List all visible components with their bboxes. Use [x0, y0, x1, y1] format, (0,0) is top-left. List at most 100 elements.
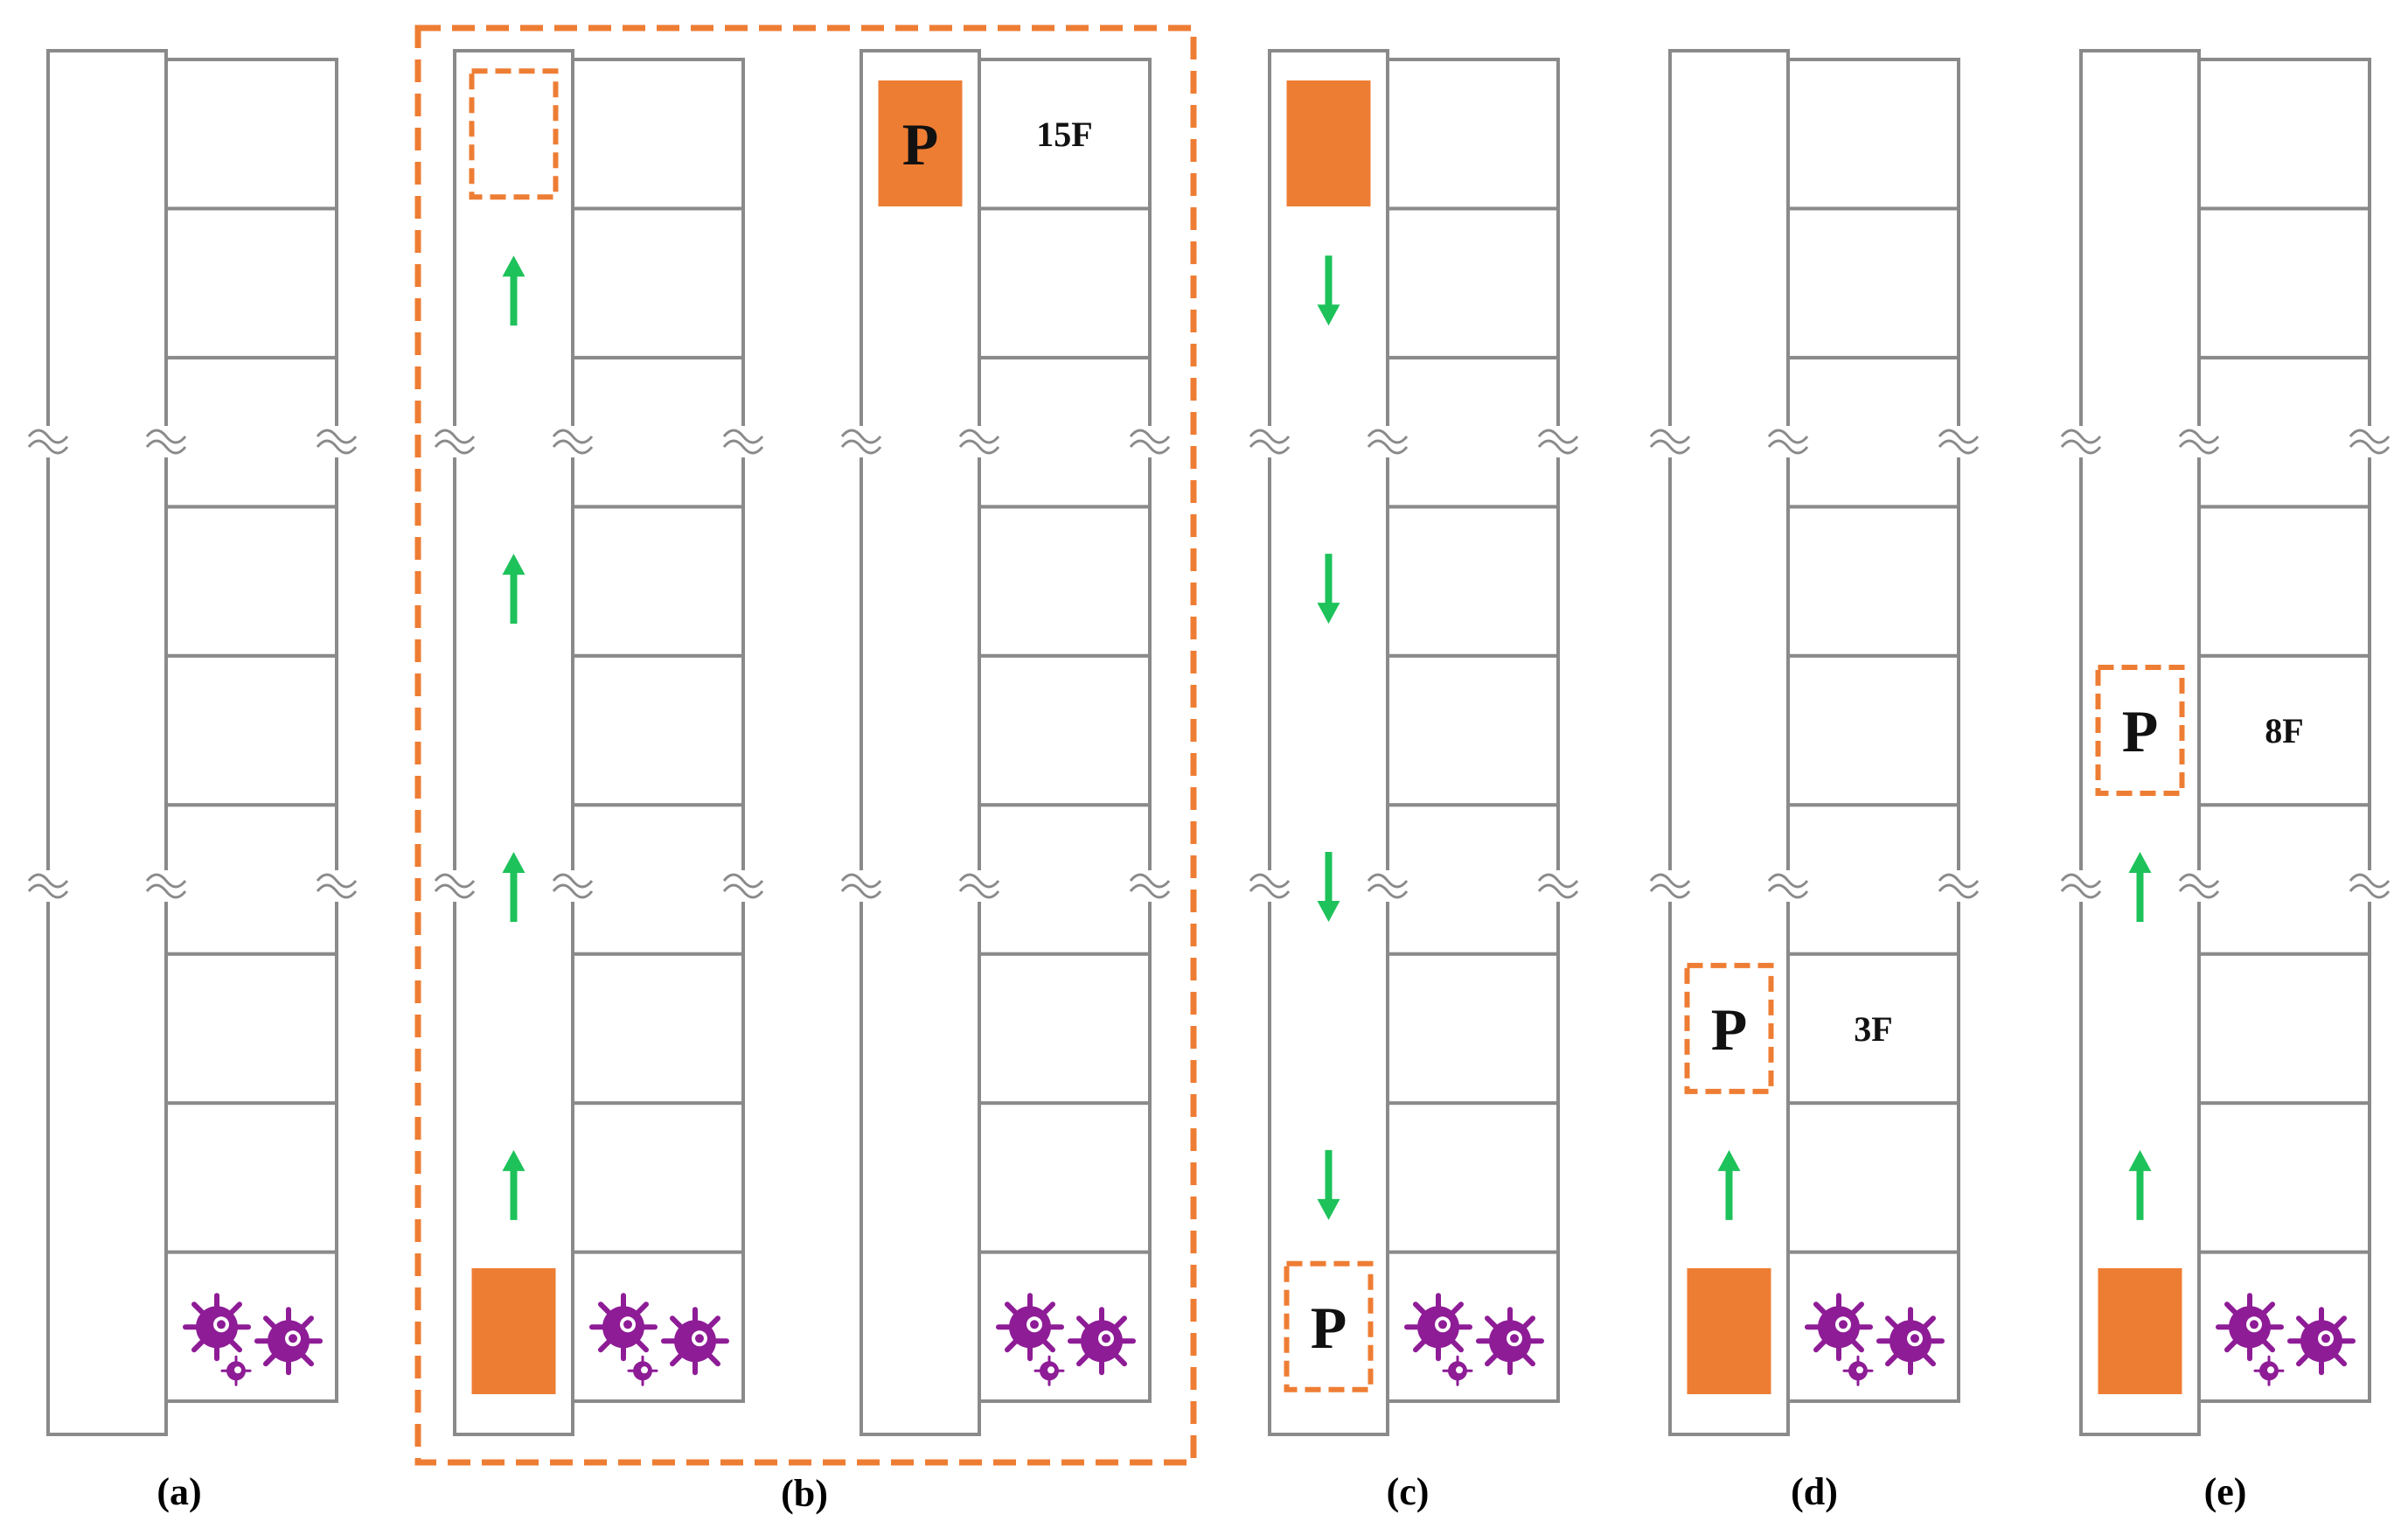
break-mark	[722, 429, 764, 444]
arrow-up-icon	[2128, 1149, 2152, 1220]
elevator-car-icon	[1687, 1268, 1771, 1394]
elevator-car-icon	[2098, 1268, 2182, 1394]
elevator-shaft	[46, 49, 168, 1436]
break-mark	[840, 429, 882, 444]
virus-icon	[664, 1309, 727, 1372]
floor-cell	[2197, 803, 2371, 956]
break-mark	[552, 883, 594, 899]
panel-b1	[434, 49, 764, 1436]
break-mark	[434, 429, 476, 444]
floor-cell	[164, 653, 338, 807]
break-mark	[1537, 439, 1579, 455]
virus-icon	[1070, 1309, 1133, 1372]
destination-marker	[2095, 665, 2185, 796]
break-mark	[840, 873, 882, 889]
floor-cell	[1786, 355, 1960, 509]
break-mark	[1249, 883, 1291, 899]
break-mark	[958, 873, 1000, 889]
floor-cell	[978, 355, 1152, 509]
floor-cell	[2197, 952, 2371, 1106]
virus-icon	[2218, 1295, 2281, 1358]
break-mark	[1129, 429, 1171, 444]
break-mark	[958, 429, 1000, 444]
break-mark	[145, 883, 187, 899]
break-mark	[2178, 429, 2220, 444]
break-mark	[1367, 439, 1409, 455]
break-mark	[434, 439, 476, 455]
arrow-down-icon	[1317, 1149, 1340, 1220]
virus-icon	[1407, 1295, 1470, 1358]
break-mark	[552, 873, 594, 889]
break-mark	[1649, 873, 1691, 889]
floor-cell	[164, 1101, 338, 1254]
break-mark	[1129, 439, 1171, 455]
destination-marker	[469, 68, 559, 200]
dest-letter: P	[1711, 996, 1748, 1063]
break-mark	[1129, 873, 1171, 889]
break-mark	[722, 873, 764, 889]
floor-cell	[1786, 653, 1960, 807]
panel-label-d: (d)	[1791, 1470, 1838, 1513]
break-mark	[27, 873, 69, 889]
panel-label-b: (b)	[781, 1472, 828, 1515]
floor-cell	[1386, 803, 1560, 956]
car-letter: P	[902, 111, 939, 178]
break-mark	[27, 439, 69, 455]
panel-d: P 3F	[1649, 49, 1980, 1436]
arrow-up-icon	[502, 554, 525, 624]
break-mark	[840, 439, 882, 455]
floor-cell	[571, 58, 745, 211]
break-mark	[1129, 883, 1171, 899]
arrow-up-icon	[2128, 851, 2152, 922]
break-mark	[2349, 439, 2391, 455]
panel-c: P	[1249, 49, 1579, 1436]
floor-cell	[571, 206, 745, 359]
floor-cell	[1386, 653, 1560, 807]
break-mark	[2060, 429, 2102, 444]
floor-cell	[1386, 58, 1560, 211]
floor-label: 15F	[1036, 115, 1092, 154]
virus-icon	[1479, 1309, 1542, 1372]
break-mark	[2060, 873, 2102, 889]
break-mark	[1767, 883, 1809, 899]
elevator-shaft	[1668, 49, 1790, 1436]
floor-cell	[978, 58, 1152, 211]
virus-icon	[1879, 1309, 1942, 1372]
break-mark	[316, 873, 358, 889]
floor-cell	[978, 952, 1152, 1106]
floor-cell	[978, 1101, 1152, 1254]
break-mark	[958, 883, 1000, 899]
floor-cell	[1386, 505, 1560, 658]
floor-label: 3F	[1854, 1009, 1892, 1049]
floor-cell	[1386, 952, 1560, 1106]
panel-label-c: (c)	[1387, 1470, 1430, 1513]
destination-marker	[1684, 962, 1774, 1094]
break-mark	[27, 883, 69, 899]
arrow-up-icon	[502, 851, 525, 922]
break-mark	[145, 429, 187, 444]
break-mark	[1537, 873, 1579, 889]
elevator-car-icon	[1286, 80, 1371, 206]
break-mark	[958, 439, 1000, 455]
floor-cell	[978, 505, 1152, 658]
floor-cell	[164, 505, 338, 658]
break-mark	[1537, 883, 1579, 899]
arrow-down-icon	[1317, 851, 1340, 922]
break-mark	[1649, 439, 1691, 455]
break-mark	[840, 883, 882, 899]
break-mark	[434, 873, 476, 889]
floor-cell	[1786, 206, 1960, 359]
floor-cell	[2197, 505, 2371, 658]
break-mark	[1367, 883, 1409, 899]
floor-cell	[2197, 1101, 2371, 1254]
break-mark	[1938, 883, 1980, 899]
floor-cell	[1786, 1101, 1960, 1254]
virus-icon	[999, 1295, 1061, 1358]
virus-icon	[1807, 1295, 1870, 1358]
break-mark	[722, 883, 764, 899]
floor-cell	[1786, 803, 1960, 956]
break-mark	[2349, 873, 2391, 889]
floor-cell	[571, 952, 745, 1106]
break-mark	[1367, 429, 1409, 444]
floor-cell	[1386, 206, 1560, 359]
